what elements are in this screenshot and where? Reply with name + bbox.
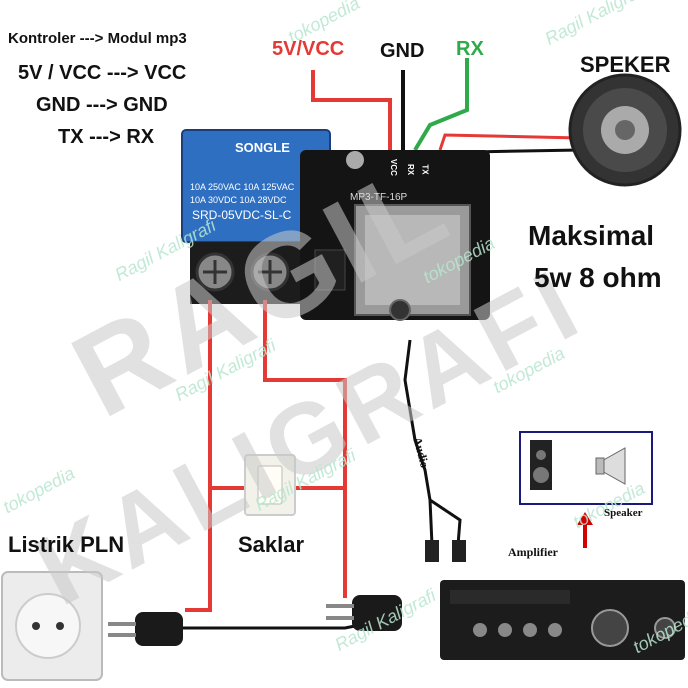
module-pin-vcc: VCC xyxy=(388,159,398,176)
relay xyxy=(181,129,331,304)
audio-cable-b xyxy=(429,498,462,546)
relay-model: SRD-05VDC-SL-C xyxy=(192,208,292,222)
speaker-spec-line1: Maksimal xyxy=(528,220,655,251)
speaker-icon xyxy=(568,73,682,187)
amplifier-label: Amplifier xyxy=(508,545,558,559)
mp3-module-board xyxy=(300,150,490,321)
speaker-wire-red xyxy=(438,133,581,151)
saklar-label: Saklar xyxy=(238,532,305,557)
module-pin-rx: RX xyxy=(406,163,416,176)
relay-wire-left xyxy=(185,300,212,612)
plug-left xyxy=(108,612,183,646)
module-pin-tx: TX xyxy=(420,164,430,175)
gnd-label: GND xyxy=(380,40,425,62)
ac-line xyxy=(180,623,361,630)
speaker-spec-line2: 5w 8 ohm xyxy=(534,262,662,293)
rx-label: RX xyxy=(456,38,484,60)
speaker-small-label: Speaker xyxy=(604,507,643,519)
notes-title: Kontroler ---> Modul mp3 xyxy=(8,30,187,47)
notes-line1: 5V / VCC ---> VCC xyxy=(18,62,187,84)
speaker-label: SPEKER xyxy=(580,52,671,77)
relay-rating2: 10A 30VDC 10A 28VDC xyxy=(190,195,287,205)
audio-cable xyxy=(403,339,434,546)
wall-socket xyxy=(1,571,103,681)
plug-right xyxy=(326,595,402,631)
speaker-amp-inset xyxy=(519,431,653,505)
notes-line3: TX ---> RX xyxy=(58,126,155,148)
pln-label: Listrik PLN xyxy=(8,532,125,557)
notes-line2: GND ---> GND xyxy=(36,94,168,116)
amplifier xyxy=(440,580,685,660)
relay-rating1: 10A 250VAC 10A 125VAC xyxy=(190,182,295,192)
vcc-wire xyxy=(311,70,392,150)
light-switch xyxy=(244,454,296,516)
module-chip: MP3-TF-16P xyxy=(350,192,408,203)
relay-brand: SONGLE xyxy=(235,140,290,155)
vcc-label: 5V/VCC xyxy=(272,38,345,60)
rx-wire xyxy=(413,58,469,152)
